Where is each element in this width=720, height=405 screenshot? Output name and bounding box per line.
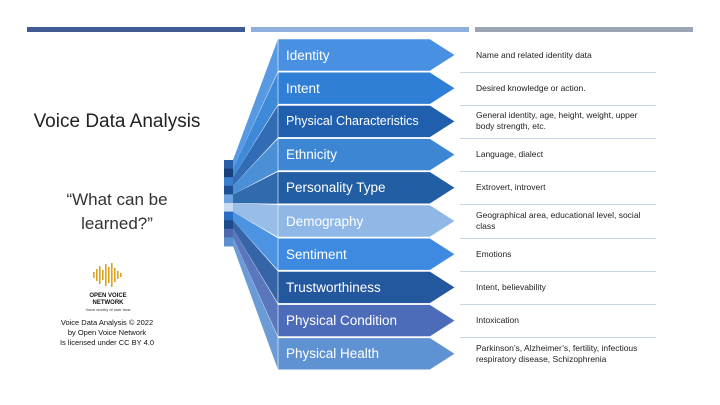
credit-line: by Open Voice Network bbox=[67, 328, 147, 337]
category-arrow bbox=[277, 105, 456, 138]
slide-subtitle: “What can be learned?” bbox=[66, 190, 168, 233]
soundwave-logo-icon bbox=[93, 263, 122, 287]
hub-stripe bbox=[224, 177, 233, 187]
credit-line: Voice Data Analysis © 2022 bbox=[60, 318, 154, 327]
row-separator bbox=[460, 337, 656, 339]
fan-wedge bbox=[233, 237, 278, 370]
category-arrow bbox=[277, 171, 456, 205]
category-label: Ethnicity bbox=[286, 147, 338, 163]
top-bar-left bbox=[27, 27, 245, 32]
category-description: Intent, believability bbox=[476, 281, 546, 292]
hub-stripe bbox=[224, 203, 233, 213]
category-description: Language, dialect bbox=[476, 149, 544, 160]
category-description: Intoxication bbox=[476, 315, 519, 326]
fan-wedge bbox=[233, 203, 278, 237]
category-arrow bbox=[277, 304, 456, 337]
category-description: Geographical area, educational level, so… bbox=[476, 210, 641, 231]
fan-wedge bbox=[233, 105, 278, 186]
category-label: Identity bbox=[286, 47, 330, 63]
category-description: Emotions bbox=[476, 248, 512, 259]
hub-stripe bbox=[224, 185, 233, 195]
row-separator bbox=[460, 171, 656, 173]
category-description: Name and related identity data bbox=[476, 49, 592, 60]
category-label: Sentiment bbox=[286, 246, 347, 262]
logo-name-line2: NETWORK bbox=[92, 300, 124, 306]
fan-wedge bbox=[233, 211, 278, 271]
category-label: Trustworthiness bbox=[286, 279, 381, 295]
fan-wedge bbox=[233, 39, 278, 169]
category-arrow bbox=[277, 237, 456, 271]
fan-wedge bbox=[233, 72, 278, 178]
hub-stripe bbox=[224, 194, 233, 204]
hub-stripe bbox=[224, 220, 233, 230]
row-separator bbox=[460, 71, 656, 73]
row-separator bbox=[460, 104, 656, 106]
category-label: Physical Characteristics bbox=[286, 114, 419, 129]
row-separator bbox=[460, 303, 656, 305]
category-label: Demography bbox=[286, 213, 364, 229]
category-arrow bbox=[277, 204, 456, 238]
category-description: Desired knowledge or action. bbox=[476, 82, 586, 93]
open-voice-network-logo: OPEN VOICE NETWORK Voice worthy of user … bbox=[78, 262, 138, 312]
row-separator bbox=[460, 137, 656, 139]
category-description: Parkinson’s, Alzheimer’s, fertility, inf… bbox=[476, 342, 638, 364]
slide-title: Voice Data Analysis bbox=[33, 111, 201, 132]
category-label: Physical Health bbox=[286, 346, 380, 362]
hub-stripe bbox=[224, 211, 233, 221]
category-description: Extrovert, introvert bbox=[476, 182, 546, 193]
fan-wedge bbox=[233, 228, 278, 337]
top-bar-middle bbox=[251, 27, 469, 32]
category-label: Personality Type bbox=[286, 180, 386, 196]
license-credit: Voice Data Analysis © 2022 by Open Voice… bbox=[52, 318, 162, 348]
credit-line: Is licensed under CC BY 4.0 bbox=[59, 338, 155, 347]
hub-stripe bbox=[224, 237, 233, 247]
fan-wedge bbox=[233, 138, 278, 195]
category-description: General identity, age, height, weight, u… bbox=[476, 110, 638, 132]
row-separator bbox=[460, 237, 656, 239]
row-separator bbox=[460, 204, 656, 206]
fan-wedge bbox=[233, 171, 278, 204]
hub-stripe bbox=[224, 228, 233, 238]
category-label: Intent bbox=[286, 80, 320, 96]
hub-stripe bbox=[224, 160, 233, 170]
category-arrow bbox=[277, 271, 456, 304]
category-arrow bbox=[277, 71, 456, 105]
hub-stripe bbox=[224, 168, 233, 178]
fan-wedge bbox=[233, 220, 278, 304]
row-separator bbox=[460, 270, 656, 272]
category-label: Physical Condition bbox=[286, 313, 398, 329]
logo-tagline: Voice worthy of user trust bbox=[85, 307, 131, 312]
category-arrow bbox=[277, 38, 456, 72]
category-arrow bbox=[277, 138, 456, 171]
category-arrow bbox=[277, 337, 456, 371]
logo-name-line1: OPEN VOICE bbox=[89, 293, 127, 299]
top-bar-right bbox=[475, 27, 693, 32]
